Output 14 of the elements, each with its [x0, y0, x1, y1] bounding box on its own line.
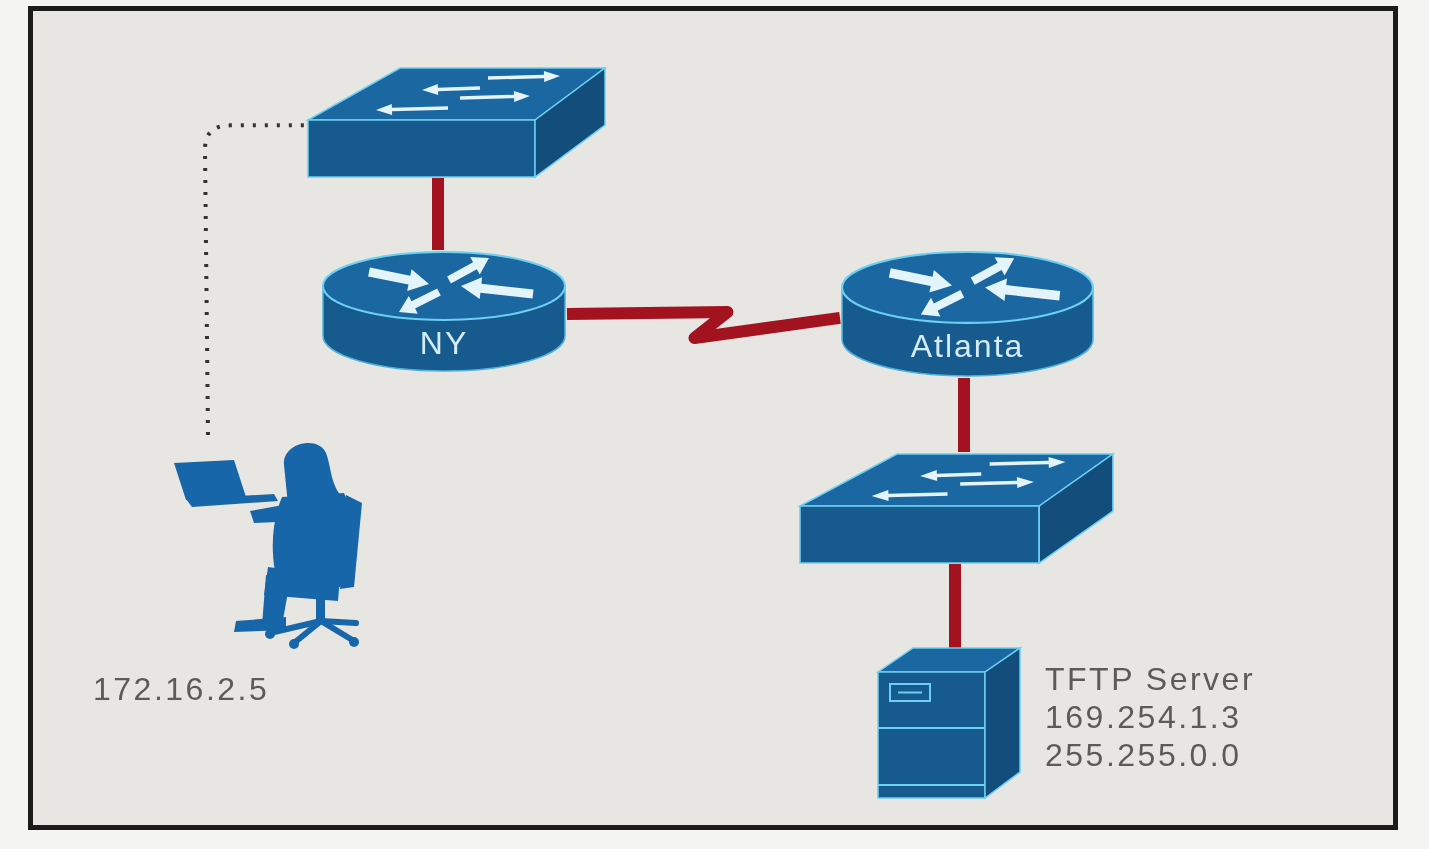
router [840, 250, 1095, 378]
network-switch [308, 66, 606, 178]
network-switch [800, 452, 1114, 564]
device-caption: 169.254.1.3 [1045, 698, 1242, 736]
router [321, 250, 567, 373]
device-caption: 172.16.2.5 [93, 670, 270, 708]
ethernet-cable [958, 378, 970, 452]
device-name: Atlanta [910, 326, 1025, 365]
ethernet-cable [949, 564, 961, 648]
device-caption: TFTP Server [1045, 660, 1256, 698]
device-name: NY [419, 323, 469, 362]
server [878, 648, 1020, 798]
serial-link [566, 305, 841, 344]
device-caption: 255.255.0.0 [1045, 736, 1242, 774]
